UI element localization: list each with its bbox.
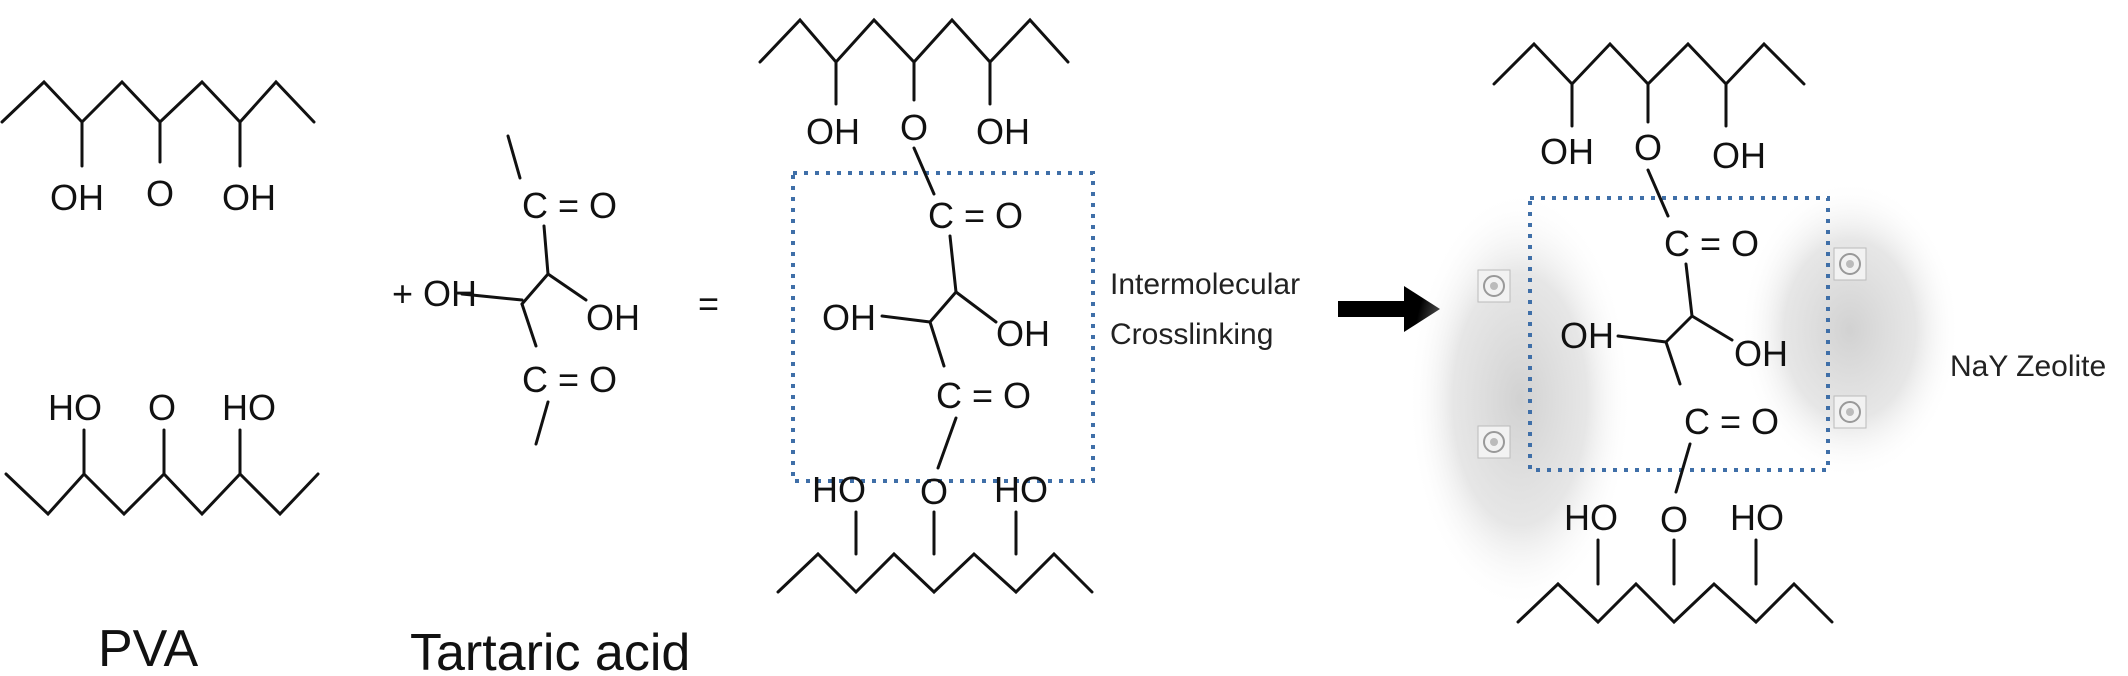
crosslinked-co-top: C = O [928, 195, 1023, 236]
composite-bottom-left-ho: HO [1564, 497, 1618, 538]
crosslinked-top-right-oh: OH [976, 111, 1030, 152]
tartaric-top-co: C = O [522, 185, 617, 226]
composite-bond-ester-bottom [1674, 442, 1692, 494]
composite-bond-c1 [1684, 262, 1694, 318]
tartaric-bond-oh2 [546, 272, 588, 302]
composite-bond-cc [1664, 314, 1694, 344]
zeolite-label: NaY Zeolite [1950, 350, 2106, 383]
crosslinked-bottom-chain [776, 551, 1094, 595]
composite-top-o: O [1634, 127, 1662, 168]
zeolite-crystal-icon [1833, 247, 1867, 281]
crosslinked-top-left-oh: OH [806, 111, 860, 152]
pva-bottom-chain [4, 471, 320, 517]
composite-bond-c2 [1664, 340, 1682, 386]
tartaric-bond-c1 [542, 224, 550, 276]
crosslinked-top-o: O [900, 107, 928, 148]
pva-top-left-oh: OH [50, 177, 104, 218]
tartaric-bottom-co: C = O [522, 359, 617, 400]
crosslinked-structure: OH O OH C = O OH OH C = O HO O HO [758, 17, 1095, 595]
composite-right-oh: OH [1734, 333, 1788, 374]
composite-bond-ester-top [1646, 168, 1670, 218]
composite-structure: OH O OH C = O OH OH C = O HO O HO NaY Ze… [1408, 41, 2106, 625]
crosslinked-left-oh: OH [822, 297, 876, 338]
crosslinked-bond-c1 [948, 234, 958, 294]
crosslinked-bond-left-oh [880, 314, 932, 324]
pva-bottom-o: O [148, 387, 176, 428]
composite-bottom-chain [1516, 581, 1834, 625]
crosslinked-bottom-right-ho: HO [994, 469, 1048, 510]
pva-top-chain [0, 79, 316, 125]
pva-top-o: O [146, 173, 174, 214]
zeolite-halo-left [1408, 190, 1632, 610]
composite-top-right-oh: OH [1712, 135, 1766, 176]
pva-bottom-right-ho: HO [222, 387, 276, 428]
equals-sign: = [698, 283, 719, 324]
tartaric-bond-top [506, 134, 522, 180]
crosslinked-bottom-left-ho: HO [812, 469, 866, 510]
pva-top-right-oh: OH [222, 177, 276, 218]
composite-bond-right-oh [1690, 314, 1734, 342]
process-label-line2: Crosslinking [1110, 318, 1273, 351]
composite-co-top: C = O [1664, 223, 1759, 264]
composite-dotted-box [1528, 196, 1830, 472]
tartaric-bond-cc [520, 272, 550, 306]
zeolite-crystal-icon [1833, 395, 1867, 429]
pva-structure: OH O OH HO O HO PVA [0, 79, 320, 676]
crosslinked-bond-cc [928, 290, 958, 324]
process-label-line1: Intermolecular [1110, 268, 1300, 301]
zeolite-crystal-icon [1477, 269, 1511, 303]
composite-bond-left-oh [1616, 334, 1668, 344]
crosslinked-bond-c2 [928, 320, 946, 368]
pva-bottom-left-ho: HO [48, 387, 102, 428]
pva-caption: PVA [98, 620, 199, 676]
crosslinked-bottom-o: O [920, 471, 948, 512]
crosslink-dotted-box [791, 171, 1095, 483]
crosslinked-co-bottom: C = O [936, 375, 1031, 416]
crosslinked-bond-ester-bottom [936, 416, 958, 470]
tartaric-bond-bottom [534, 400, 550, 446]
composite-top-chain [1492, 41, 1806, 87]
crosslinked-bond-ester-top [912, 146, 936, 196]
tartaric-right-oh: OH [586, 297, 640, 338]
crosslinked-bond-right-oh [954, 290, 998, 324]
tartaric-bond-oh [460, 292, 524, 302]
tartaric-caption: Tartaric acid [410, 624, 690, 676]
zeolite-crystal-icon [1477, 425, 1511, 459]
composite-bottom-o: O [1660, 499, 1688, 540]
composite-co-bottom: C = O [1684, 401, 1779, 442]
composite-top-left-oh: OH [1540, 131, 1594, 172]
tartaric-bond-c2 [520, 302, 538, 348]
zeolite-halo-right [1740, 180, 1960, 480]
composite-left-oh: OH [1560, 315, 1614, 356]
crosslinked-right-oh: OH [996, 313, 1050, 354]
composite-bottom-right-ho: HO [1730, 497, 1784, 538]
crosslinked-top-chain [758, 17, 1070, 65]
tartaric-acid-structure: C = O + OH OH C = O Tartaric acid [392, 134, 690, 676]
